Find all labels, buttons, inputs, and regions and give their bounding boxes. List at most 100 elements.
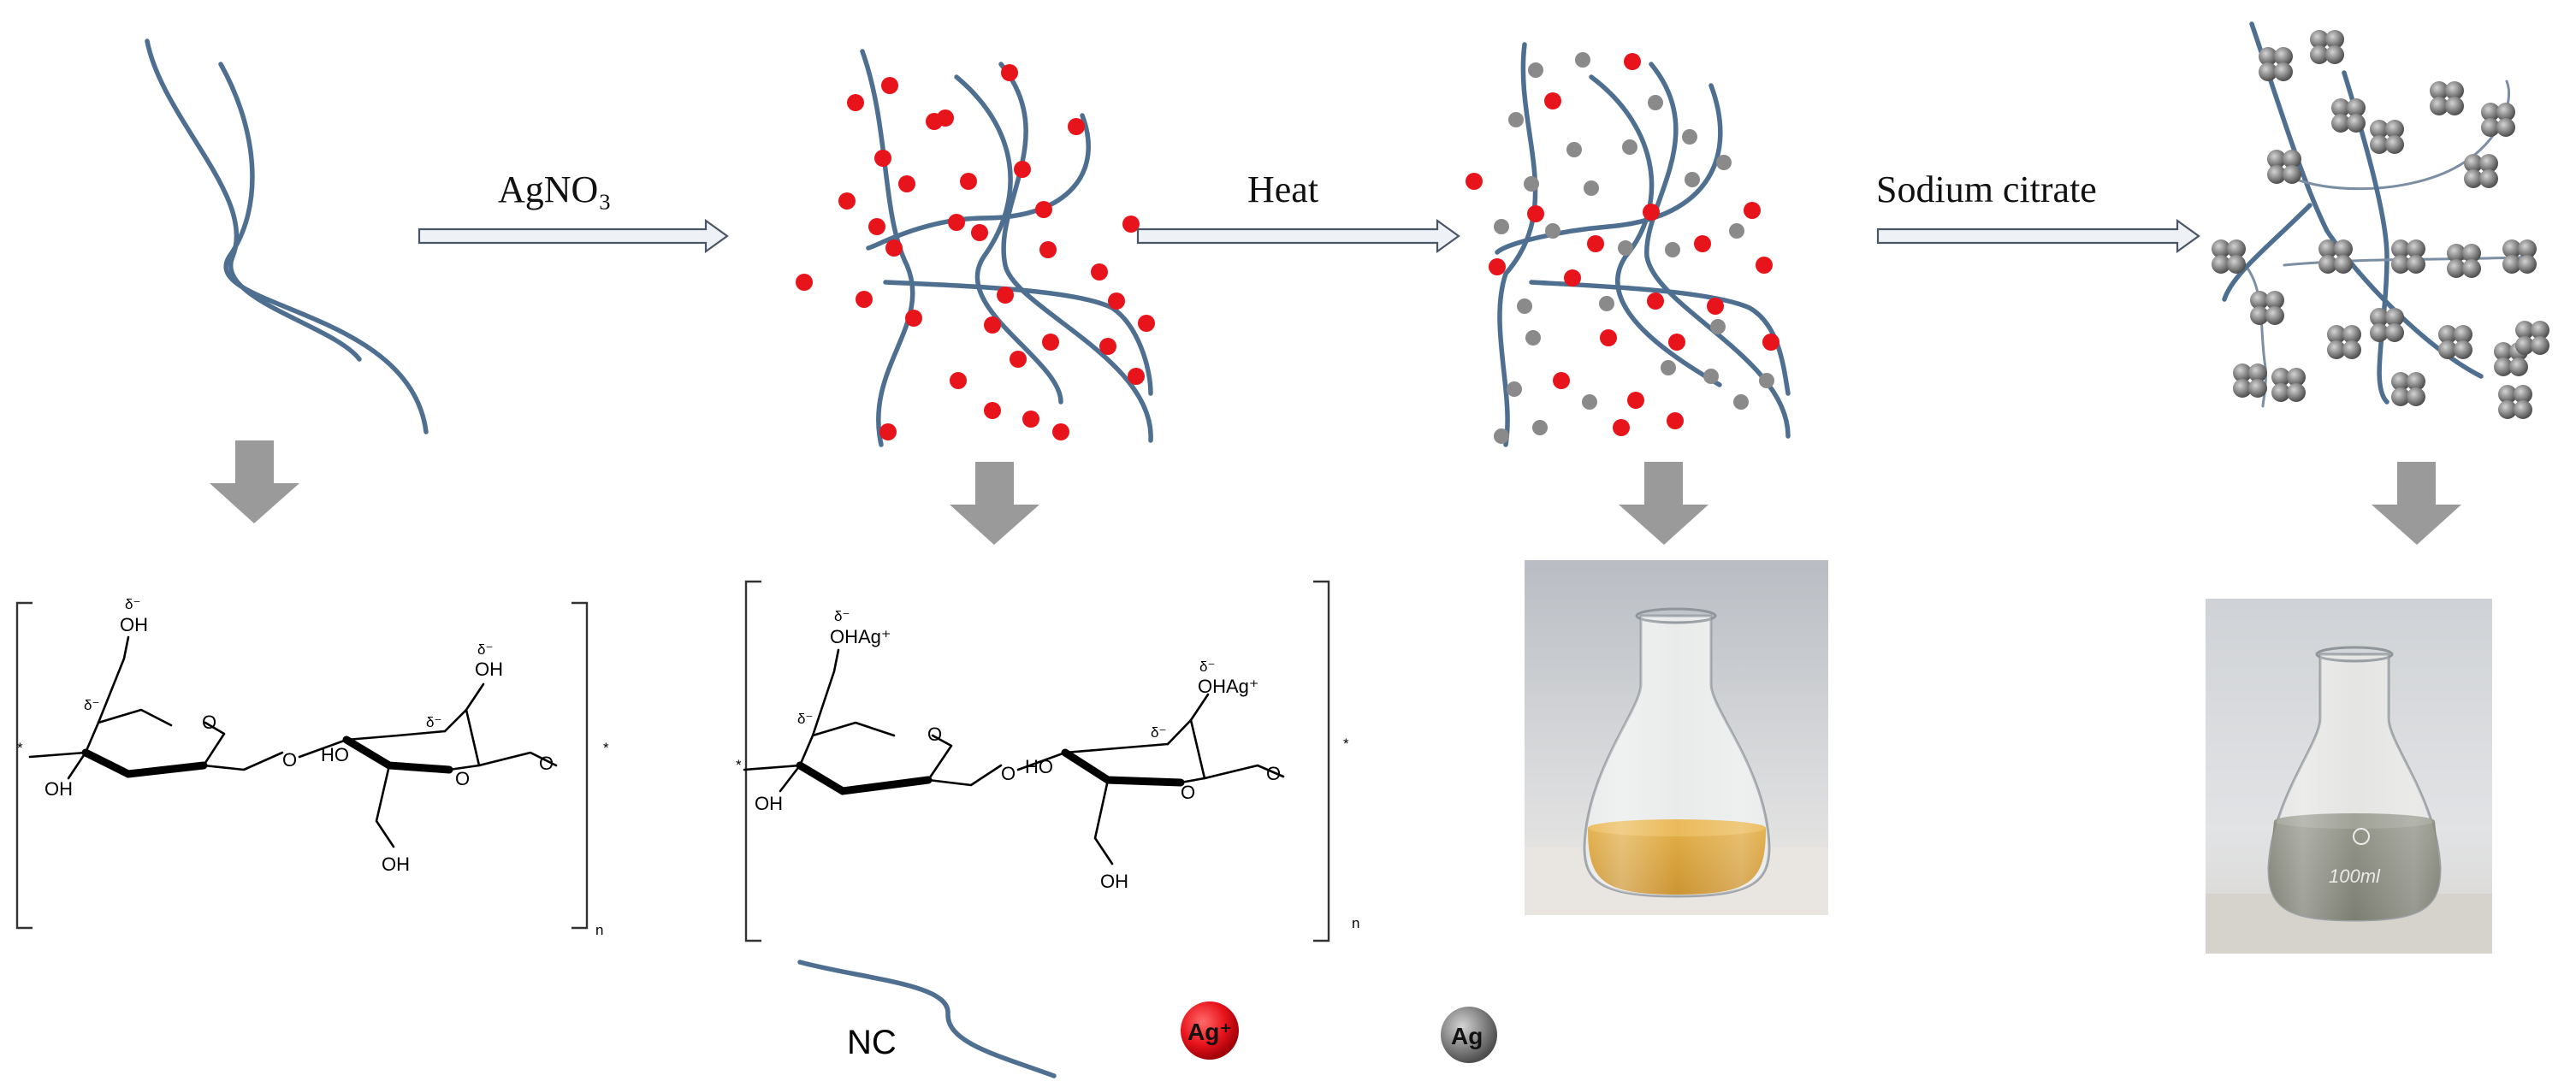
ag-nanoparticle bbox=[2498, 385, 2517, 404]
ag-nanoparticle bbox=[2287, 368, 2306, 387]
fiber bbox=[1529, 280, 1791, 396]
ag-atom-particle bbox=[1733, 394, 1749, 410]
fiber bbox=[954, 74, 1063, 405]
fiber bbox=[1495, 83, 1723, 255]
ag-ion-particle bbox=[1707, 298, 1724, 315]
ag-nanoparticle bbox=[2391, 255, 2410, 274]
end-star: * bbox=[603, 740, 609, 756]
ag-ion-particle bbox=[997, 287, 1014, 304]
step-arrow-sodium-citrate: Sodium citrate bbox=[1876, 168, 2200, 254]
ag-ion-particle bbox=[1527, 205, 1544, 222]
hydroxyl-label: OH bbox=[44, 778, 73, 800]
partial-charge-label: δ⁻ bbox=[1199, 659, 1215, 675]
legend-ag-ion-label: Ag⁺ bbox=[1187, 1019, 1232, 1045]
ag-nanoparticle bbox=[2318, 239, 2337, 258]
ag-ion-particle bbox=[1128, 368, 1145, 385]
repeat-unit-n: n bbox=[1352, 915, 1359, 931]
ag-atom-particle bbox=[1685, 172, 1700, 187]
bond bbox=[927, 734, 953, 782]
ag-nanoparticle bbox=[2531, 321, 2549, 340]
bond bbox=[67, 751, 87, 780]
ag-ion-particle bbox=[1138, 315, 1155, 332]
stage-fibers-with-ag-ions bbox=[796, 49, 1155, 447]
hydroxyl-label: OH bbox=[755, 793, 783, 814]
ag-atom-particle bbox=[1575, 52, 1590, 68]
fiber bbox=[860, 49, 915, 447]
bond bbox=[1061, 748, 1185, 787]
bond bbox=[1166, 718, 1206, 784]
ag-ion-particle bbox=[1091, 263, 1108, 281]
bond bbox=[202, 751, 284, 771]
ag-ion-particle bbox=[1014, 161, 1031, 178]
ag-nanoparticle bbox=[2227, 255, 2246, 274]
ag-nanoparticle bbox=[2515, 336, 2534, 355]
ag-nanoparticle bbox=[2327, 325, 2346, 344]
ag-nanoparticle bbox=[2462, 244, 2481, 263]
ag-ion-particle bbox=[960, 173, 977, 190]
step-label-heat: Heat bbox=[1247, 168, 1318, 210]
stage-fibers-with-ag-clusters bbox=[2212, 21, 2549, 419]
ag-ion-particle bbox=[1756, 257, 1773, 274]
right-arrow-icon bbox=[1876, 218, 2200, 254]
ag-nanoparticle bbox=[2502, 255, 2521, 274]
partial-charge-label: δ⁻ bbox=[426, 714, 441, 730]
ag-ion-particle bbox=[984, 316, 1001, 334]
ag-atom-particle bbox=[1528, 62, 1543, 78]
ag-nanoparticle bbox=[2259, 47, 2277, 66]
ag-nanoparticle bbox=[2250, 306, 2269, 325]
cellulose-ag-complex-structure: n * * O OHAg⁺ δ⁻ δ⁻ OH O OHAg⁺ δ⁻ HO δ⁻ … bbox=[736, 580, 1359, 942]
ag-nanoparticle bbox=[2347, 98, 2366, 117]
ag-nanoparticle bbox=[2331, 98, 2350, 117]
ag-nanoparticle bbox=[2407, 239, 2425, 258]
ag-nanoparticle bbox=[2494, 357, 2513, 376]
bridge-oxygen: O bbox=[282, 749, 297, 771]
ag-atom-particle bbox=[1524, 176, 1539, 192]
ag-ion-particle bbox=[1668, 334, 1685, 351]
ag-ion-particle bbox=[1762, 334, 1780, 351]
ag-nanoparticle bbox=[2342, 325, 2361, 344]
ag-nanoparticle bbox=[2514, 385, 2532, 404]
ag-nanoparticle bbox=[2391, 239, 2410, 258]
ag-nanoparticle bbox=[2267, 165, 2286, 184]
photo-flask-amber-solution bbox=[1525, 560, 1828, 915]
ag-nanoparticle bbox=[2265, 306, 2284, 325]
ag-ion-particle bbox=[950, 372, 967, 389]
bond bbox=[84, 708, 173, 754]
ag-ion-particle bbox=[984, 402, 1001, 419]
end-star: * bbox=[17, 740, 23, 756]
ag-nanoparticle bbox=[2325, 30, 2344, 49]
ag-nanoparticle bbox=[2481, 103, 2500, 121]
ag-nanoparticle bbox=[2514, 400, 2532, 419]
ag-nanoparticle bbox=[2481, 118, 2500, 137]
ag-nanoparticle bbox=[2454, 340, 2472, 359]
down-arrow-icon bbox=[2372, 462, 2461, 545]
ag-ion-particle bbox=[856, 291, 873, 308]
ag-ion-particle bbox=[1035, 201, 1052, 218]
ag-ion-particle bbox=[1553, 372, 1570, 389]
ag-nanoparticle bbox=[2430, 97, 2449, 115]
bond bbox=[1189, 693, 1210, 722]
ag-atom-particle bbox=[1494, 219, 1509, 234]
ag-atom-particle bbox=[1517, 298, 1532, 314]
bond bbox=[477, 751, 558, 767]
ag-ion-particle bbox=[1068, 118, 1085, 135]
ag-nanoparticle bbox=[2447, 259, 2466, 278]
ag-nanoparticle bbox=[2407, 372, 2425, 391]
hydroxyl-label: OH bbox=[1100, 871, 1128, 892]
end-star: * bbox=[1343, 735, 1349, 752]
ag-nanoparticle bbox=[2212, 255, 2230, 274]
ag-atom-particle bbox=[1682, 129, 1697, 145]
bond bbox=[97, 635, 130, 724]
ag-atom-particle bbox=[1584, 180, 1599, 196]
right-arrow-icon bbox=[1136, 218, 1460, 254]
partial-charge-label: δ⁻ bbox=[1151, 724, 1166, 741]
ag-atom-particle bbox=[1618, 240, 1633, 256]
bond bbox=[375, 764, 395, 848]
ag-ion-particle bbox=[1010, 351, 1027, 368]
bridge-oxygen: O bbox=[1001, 763, 1016, 784]
ag-atom-particle bbox=[1759, 373, 1774, 388]
ag-nanoparticle bbox=[2464, 169, 2483, 188]
ag-ion-particle bbox=[1099, 338, 1116, 355]
ag-nanoparticle bbox=[2318, 255, 2337, 274]
hydroxyl-ag-label: OHAg⁺ bbox=[1198, 676, 1259, 697]
